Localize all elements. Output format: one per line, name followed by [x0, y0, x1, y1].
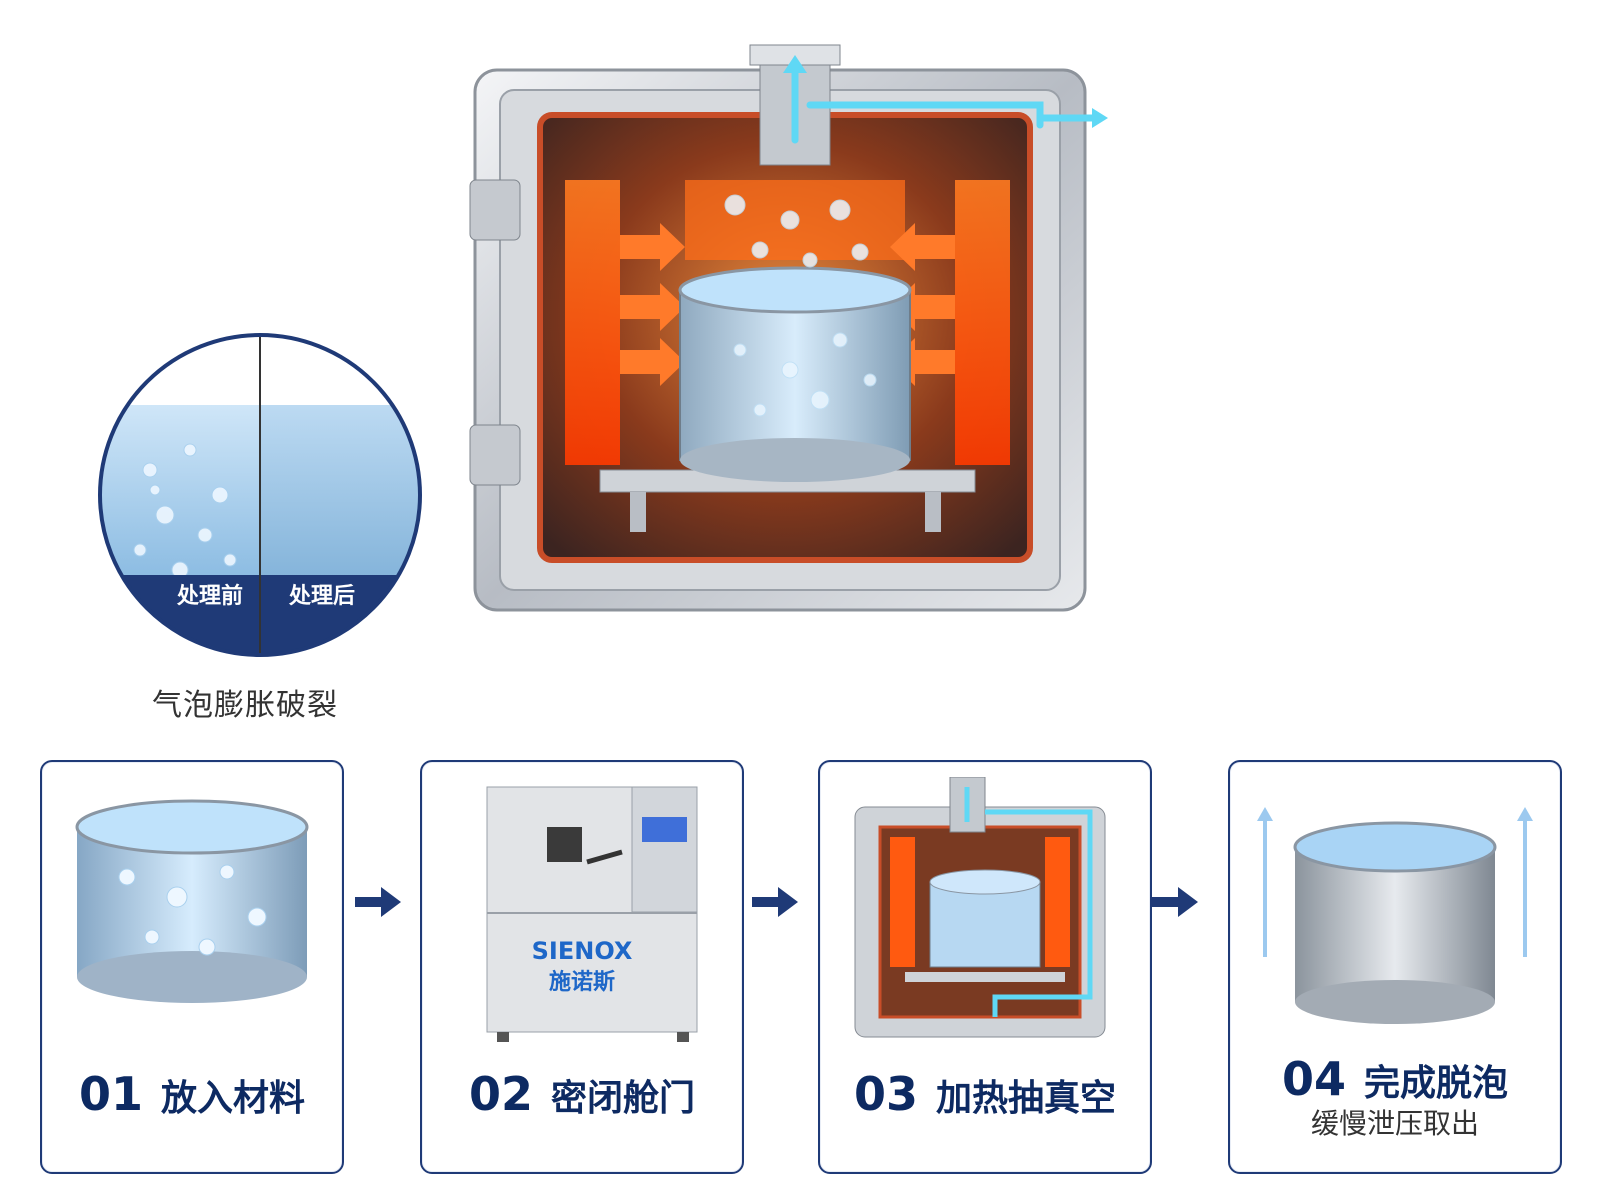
- heating-vacuum-chamber-image: [854, 777, 1106, 1038]
- brand-name-en: SIENOX: [531, 937, 633, 965]
- step-name: 密闭舱门: [551, 1078, 696, 1119]
- step-card-4: 04 完成脱泡 缓慢泄压取出: [1228, 760, 1562, 1174]
- brand-name-cn: 施诺斯: [548, 970, 615, 995]
- arrow-right-icon: [355, 887, 401, 917]
- step-card-2: SIENOX 施诺斯 02 密闭舱门: [420, 760, 744, 1174]
- step-name: 加热抽真空: [936, 1078, 1117, 1119]
- arrow-right-icon: [1152, 887, 1198, 917]
- before-after-comparison-circle: [98, 333, 422, 657]
- step-number: 03: [853, 1067, 918, 1121]
- vacuum-oven-machine-image: [486, 786, 698, 1042]
- step-title-4: 04 完成脱泡: [1230, 1052, 1560, 1106]
- steel-pot-with-bubbles-image: [75, 799, 309, 1003]
- step-card-1: 01 放入材料: [40, 760, 344, 1174]
- step-number: 04: [1281, 1052, 1346, 1106]
- step-title-2: 02 密闭舱门: [422, 1067, 742, 1121]
- vacuum-chamber-illustration: [469, 44, 1108, 612]
- step-title-3: 03 加热抽真空: [820, 1067, 1150, 1121]
- after-label: 处理后: [288, 584, 355, 609]
- arrow-right-icon: [752, 887, 798, 917]
- clear-liquid-pot-image: [1257, 807, 1533, 1024]
- step-name: 完成脱泡: [1364, 1063, 1509, 1104]
- before-label: 处理前: [176, 584, 243, 609]
- step-number: 02: [468, 1067, 533, 1121]
- step-subtitle-4: 缓慢泄压取出: [1310, 1107, 1479, 1140]
- step-title-1: 01 放入材料: [42, 1067, 342, 1121]
- step-name: 放入材料: [161, 1078, 306, 1119]
- step-card-3: 03 加热抽真空: [818, 760, 1152, 1174]
- step-number: 01: [78, 1067, 143, 1121]
- comparison-caption: 气泡膨胀破裂: [152, 688, 338, 723]
